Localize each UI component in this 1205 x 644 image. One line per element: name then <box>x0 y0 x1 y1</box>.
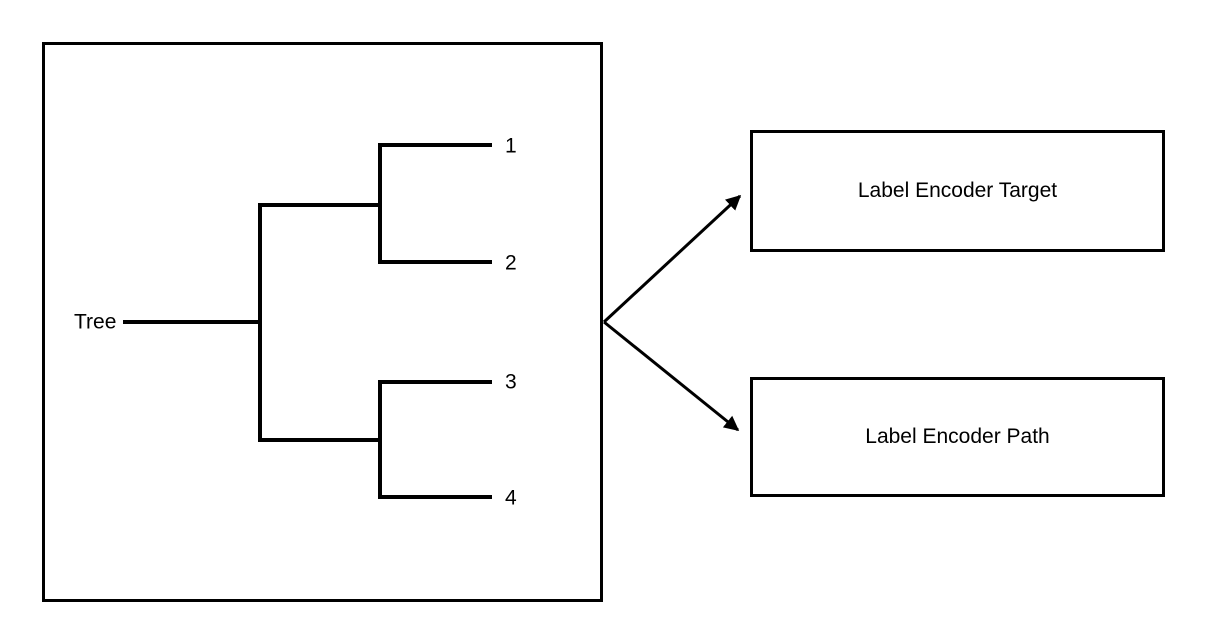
tree-root-label: Tree <box>74 310 117 334</box>
tree-branch-lines <box>123 143 492 499</box>
tree-leaf-label-1: 1 <box>505 134 517 158</box>
label-encoder-target-text: Label Encoder Target <box>857 179 1058 202</box>
arrow-to-label-encoder-target <box>602 194 742 324</box>
tree-leaf-label-4: 4 <box>505 486 517 510</box>
arrow-to-label-encoder-path <box>603 320 740 432</box>
tree-leaf-label-2: 2 <box>505 251 517 275</box>
label-encoder-path-box: Label Encoder Path <box>750 377 1165 497</box>
label-encoder-target-box: Label Encoder Target <box>750 130 1165 252</box>
tree-leaf-label-3: 3 <box>505 370 517 394</box>
label-encoder-path-text: Label Encoder Path <box>865 425 1050 448</box>
tree-box <box>42 42 603 602</box>
